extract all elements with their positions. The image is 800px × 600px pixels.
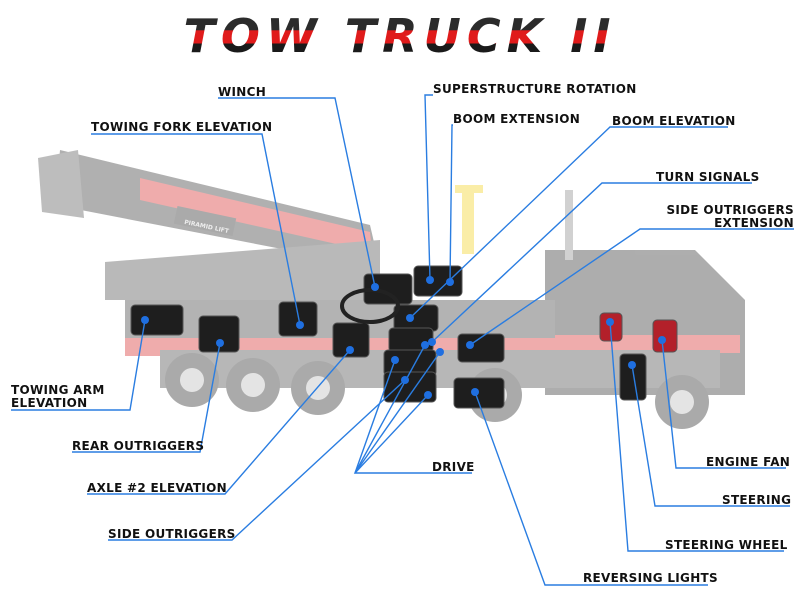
leader-lines — [11, 94, 794, 586]
callout-dot-17 — [606, 318, 614, 326]
axle2-motor — [332, 322, 370, 358]
callout-dot-15 — [471, 388, 479, 396]
boom-red-stripe — [140, 178, 372, 252]
boom-end — [38, 150, 84, 218]
callout-dot-11 — [428, 338, 436, 346]
callout-dot-10 — [436, 348, 444, 356]
boom-logo-plate — [173, 205, 237, 237]
callout-dot-16 — [401, 376, 409, 384]
label-axle2-elevation: AXLE #2 ELEVATION — [87, 481, 228, 495]
steering-leader — [631, 364, 790, 507]
boom-elevation-leader — [409, 126, 728, 319]
boom-extension-motor — [393, 304, 439, 332]
callout-dot-2 — [426, 276, 434, 284]
towing-fork-motor — [278, 301, 318, 337]
label-boom-elevation: BOOM ELEVATION — [612, 114, 736, 128]
wheel-1 — [165, 353, 219, 407]
boom-extension-leader — [449, 124, 453, 283]
towing-arm-motor — [130, 304, 184, 336]
callout-dots — [141, 276, 666, 399]
label-side-outriggers-extension-line1: SIDE OUTRIGGERS — [666, 203, 794, 217]
label-side-outriggers-extension-line2: EXTENSION — [714, 216, 794, 230]
callout-dot-3 — [296, 321, 304, 329]
steering-motor — [619, 353, 647, 401]
callout-dot-5 — [141, 316, 149, 324]
label-side-outriggers: SIDE OUTRIGGERS — [108, 527, 236, 541]
label-towing-arm-elevation-line2: ELEVATION — [11, 396, 88, 410]
drive-leader-2 — [354, 351, 441, 474]
rear-deck — [105, 240, 380, 300]
components — [130, 265, 678, 409]
side-outriggers-extension-leader — [469, 228, 794, 346]
label-reversing-lights: REVERSING LIGHTS — [583, 571, 718, 585]
yellow-frame — [455, 185, 483, 193]
label-turn-signals: TURN SIGNALS — [656, 170, 760, 184]
diagram-title: TOW TRUCK II — [0, 6, 800, 66]
turn-signal-motor — [457, 333, 505, 363]
callout-dot-7 — [346, 346, 354, 354]
winch-leader — [218, 97, 376, 288]
engine-fan-motor — [652, 319, 678, 353]
label-steering: STEERING — [722, 493, 792, 507]
drive-leader-4 — [354, 394, 429, 474]
callout-dot-13 — [391, 356, 399, 364]
cab — [545, 250, 745, 395]
wheel-2 — [226, 358, 280, 412]
rear-outriggers-leader — [72, 342, 221, 453]
side-outriggers-leader — [108, 379, 406, 541]
label-steering-wheel: STEERING WHEEL — [665, 538, 788, 552]
towing-arm-elevation-leader — [11, 319, 146, 411]
reversing-lights-leader — [474, 391, 708, 586]
callout-dot-9 — [406, 314, 414, 322]
exhaust — [565, 190, 573, 260]
boom — [55, 150, 380, 268]
axle2-elevation-leader — [87, 349, 351, 495]
callout-dot-1 — [371, 283, 379, 291]
callout-dot-18 — [658, 336, 666, 344]
label-rear-outriggers: REAR OUTRIGGERS — [72, 439, 205, 453]
callout-dot-14 — [424, 391, 432, 399]
steering-wheel-leader — [609, 321, 784, 552]
wheel-5 — [655, 375, 709, 429]
label-boom-extension: BOOM EXTENSION — [453, 112, 581, 126]
callout-dot-12 — [466, 341, 474, 349]
towing-fork-elevation-leader — [91, 133, 301, 326]
label-superstructure-rotation: SUPERSTRUCTURE ROTATION — [433, 82, 637, 96]
callout-dot-6 — [216, 339, 224, 347]
turn-signals-leader — [431, 182, 752, 343]
label-winch: WINCH — [218, 85, 267, 99]
callout-dot-19 — [628, 361, 636, 369]
turntable — [340, 288, 400, 324]
reversing-lights-motor — [453, 377, 505, 409]
drive-leader-3 — [354, 359, 396, 474]
superstructure-rotation-leader — [424, 94, 433, 281]
label-towing-arm-elevation-line1: TOWING ARM — [11, 383, 105, 397]
label-engine-fan: ENGINE FAN — [706, 455, 791, 469]
callout-dot-4 — [446, 278, 454, 286]
engine-fan-leader — [661, 339, 786, 469]
cab-stripe — [545, 335, 740, 353]
callout-dot-8 — [421, 341, 429, 349]
label-drive: DRIVE — [432, 460, 475, 474]
label-towing-fork-elevation: TOWING FORK ELEVATION — [91, 120, 273, 134]
